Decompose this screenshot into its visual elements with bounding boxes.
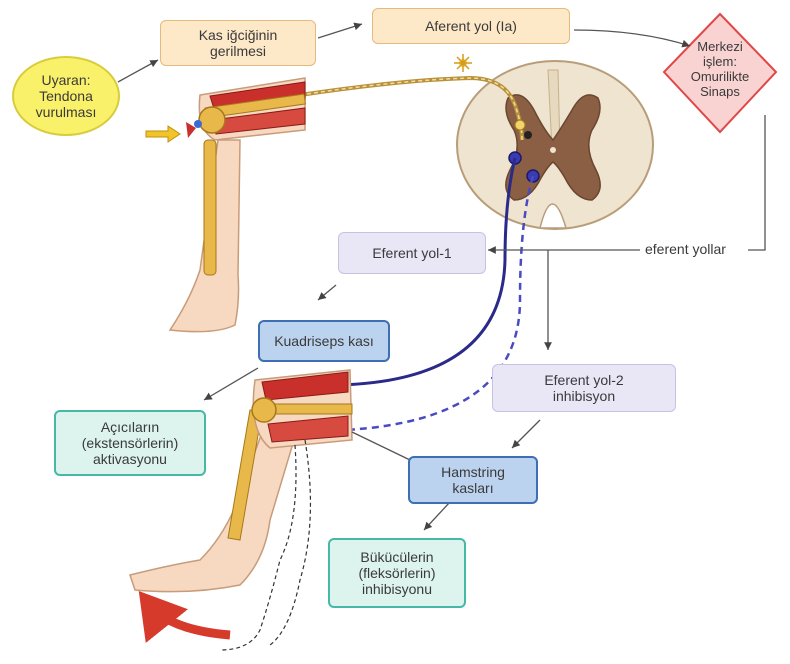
stimulus-node: Uyaran: Tendona vurulması xyxy=(12,56,120,136)
quadriceps-label: Kuadriseps kası xyxy=(274,333,374,349)
flexor-inhibition-node: Bükücülerin (fleksörlerin) inhibisyonu xyxy=(328,538,466,608)
kick-arrow xyxy=(150,605,230,635)
spindle-stretch-node: Kas iğciğinin gerilmesi xyxy=(160,20,316,66)
extensor-activation-node: Açıcıların (ekstensörlerin) aktivasyonu xyxy=(54,410,206,476)
efferent-2-node: Eferent yol-2 inhibisyon xyxy=(492,364,676,412)
efferent-paths-label: eferent yollar xyxy=(642,241,729,257)
flexor-inhibition-label: Bükücülerin (fleksörlerin) inhibisyonu xyxy=(358,549,435,597)
efferent-1-node: Eferent yol-1 xyxy=(338,232,486,274)
afferent-label: Aferent yol (Ia) xyxy=(425,18,517,34)
efferent-1-label: Eferent yol-1 xyxy=(372,245,451,261)
hamstring-label: Hamstring kasları xyxy=(441,464,505,496)
afferent-node: Aferent yol (Ia) xyxy=(372,8,570,44)
extensor-activation-label: Açıcıların (ekstensörlerin) aktivasyonu xyxy=(82,419,178,467)
spinal-cord-section xyxy=(457,61,653,229)
hamstring-node: Hamstring kasları xyxy=(408,456,538,504)
efferent-2-label: Eferent yol-2 inhibisyon xyxy=(544,372,623,404)
tap-arrow xyxy=(146,126,180,142)
quadriceps-node: Kuadriseps kası xyxy=(258,320,390,362)
dorsal-ganglion-burst xyxy=(454,54,472,72)
spindle-stretch-label: Kas iğciğinin gerilmesi xyxy=(199,27,278,59)
stimulus-label: Uyaran: Tendona vurulması xyxy=(36,72,97,120)
upper-leg-illustration xyxy=(170,78,305,332)
central-processing-label: Merkezi işlem: Omurilikte Sinaps xyxy=(670,40,770,100)
